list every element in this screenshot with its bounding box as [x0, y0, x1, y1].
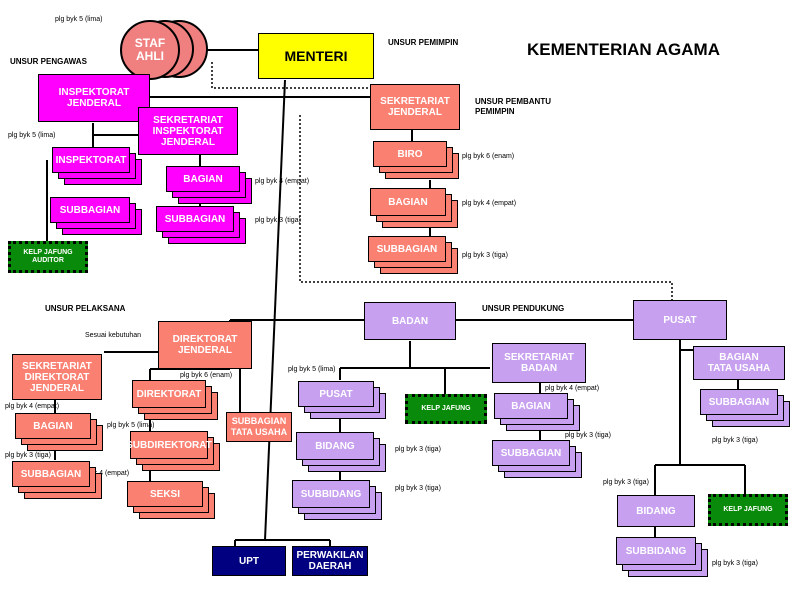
note-pusat-badan: plg byk 5 (lima)	[288, 366, 336, 373]
section-label-pemimpin: UNSUR PEMIMPIN	[388, 38, 459, 47]
note-staf-ahli: plg byk 5 (lima)	[55, 16, 103, 23]
bagian-itjen-box[interactable]: BAGIAN	[166, 166, 240, 192]
subbagian-badan-stack: SUBBAGIAN	[492, 440, 582, 478]
subbagian-setjen-stack: SUBBAGIAN	[368, 236, 458, 274]
bidang-badan-stack: BIDANG	[296, 432, 386, 472]
bagian-tata-usaha-box[interactable]: BAGIAN TATA USAHA	[693, 346, 785, 380]
note-subbagian-pusat: plg byk 3 (tiga)	[712, 437, 758, 444]
subbagian-itjen2-stack: SUBBAGIAN	[156, 206, 246, 244]
page-title: KEMENTERIAN AGAMA	[527, 40, 720, 59]
section-label-pembantu: UNSUR PEMBANTU PEMIMPIN	[475, 97, 551, 116]
badan-box[interactable]: BADAN	[364, 302, 456, 340]
note-bidang-badan: plg byk 3 (tiga)	[395, 446, 441, 453]
direktorat-jenderal-box[interactable]: DIREKTORAT JENDERAL	[158, 321, 252, 369]
bagian-ditjen-stack: BAGIAN	[15, 413, 103, 451]
sekretariat-ditjen-box[interactable]: SEKRETARIAT DIREKTORAT JENDERAL	[12, 354, 102, 400]
staf-ahli-label: STAF AHLI	[134, 36, 166, 63]
note-subbagian-ditjen: plg byk 3 (tiga)	[5, 452, 51, 459]
subbagian-ditjen-box[interactable]: SUBBAGIAN	[12, 461, 90, 487]
note-subbagian-setjen: plg byk 3 (tiga)	[462, 252, 508, 259]
subbagian-itjen-box[interactable]: SUBBAGIAN	[50, 197, 130, 223]
bidang-badan-box[interactable]: BIDANG	[296, 432, 374, 460]
note-subdirektorat: plg byk 5 (lima)	[107, 422, 155, 429]
section-label-pendukung: UNSUR PENDUKUNG	[482, 304, 565, 313]
subbagian-tata-usaha-box[interactable]: SUBBAGIAN TATA USAHA	[226, 412, 292, 442]
subbagian-ditjen-stack: SUBBAGIAN	[12, 461, 102, 499]
subdirektorat-stack: SUBDIREKTORAT	[126, 431, 220, 471]
menteri-box[interactable]: MENTERI	[258, 33, 374, 79]
note-bidang-pusat: plg byk 3 (tiga)	[603, 479, 649, 486]
direktorat-box[interactable]: DIREKTORAT	[132, 380, 206, 408]
note-subbidang-badan: plg byk 3 (tiga)	[395, 485, 441, 492]
note-bagian-badan: plg byk 4 (empat)	[545, 385, 600, 392]
direktorat-stack: DIREKTORAT	[132, 380, 218, 420]
pusat-badan-stack: PUSAT	[298, 381, 386, 419]
subbagian-pusat-box[interactable]: SUBBAGIAN	[700, 389, 778, 415]
note-biro: plg byk 6 (enam)	[462, 153, 515, 160]
sekretariat-badan-box[interactable]: SEKRETARIAT BADAN	[492, 343, 586, 383]
upt-box[interactable]: UPT	[212, 546, 286, 576]
bagian-setjen-stack: BAGIAN	[370, 188, 458, 228]
seksi-stack: SEKSI	[127, 481, 215, 519]
note-direktorat: plg byk 6 (enam)	[180, 372, 233, 379]
note-subbagian-badan: plg byk 3 (tiga)	[565, 432, 611, 439]
staf-ahli-circle[interactable]	[120, 20, 180, 80]
sekretariat-jenderal-box[interactable]: SEKRETARIAT JENDERAL	[370, 84, 460, 130]
pusat-box[interactable]: PUSAT	[633, 300, 727, 340]
pusat-badan-box[interactable]: PUSAT	[298, 381, 374, 407]
note-bagian-ditjen: plg byk 4 (empat)	[5, 403, 60, 410]
kelp-jafung-auditor-box[interactable]: KELP JAFUNG AUDITOR	[8, 241, 88, 273]
subbidang-badan-stack: SUBBIDANG	[292, 480, 382, 520]
note-sesuai: Sesuai kebutuhan	[85, 332, 142, 339]
bidang-pusat-box[interactable]: BIDANG	[617, 495, 695, 527]
biro-stack: BIRO	[373, 141, 459, 179]
subbidang-pusat-box[interactable]: SUBBIDANG	[616, 537, 696, 565]
subbagian-pusat-stack: SUBBAGIAN	[700, 389, 790, 427]
kelp-jafung-badan-box[interactable]: KELP JAFUNG	[405, 394, 487, 424]
seksi-box[interactable]: SEKSI	[127, 481, 203, 507]
bagian-itjen-stack: BAGIAN	[166, 166, 252, 204]
bagian-badan-stack: BAGIAN	[494, 393, 580, 431]
subbidang-badan-box[interactable]: SUBBIDANG	[292, 480, 370, 508]
subbagian-setjen-box[interactable]: SUBBAGIAN	[368, 236, 446, 262]
subbagian-itjen-stack: SUBBAGIAN	[50, 197, 142, 235]
sekretariat-itjen-box[interactable]: SEKRETARIAT INSPEKTORAT JENDERAL	[138, 107, 238, 155]
subdirektorat-box[interactable]: SUBDIREKTORAT	[126, 431, 212, 459]
note-subbagian-itjen: plg byk 3 (tiga)	[255, 217, 301, 224]
inspektorat-jenderal-box[interactable]: INSPEKTORAT JENDERAL	[38, 74, 150, 122]
subbagian-badan-box[interactable]: SUBBAGIAN	[492, 440, 570, 466]
bagian-badan-box[interactable]: BAGIAN	[494, 393, 568, 419]
subbagian-itjen2-box[interactable]: SUBBAGIAN	[156, 206, 234, 232]
bagian-ditjen-box[interactable]: BAGIAN	[15, 413, 91, 439]
perwakilan-daerah-box[interactable]: PERWAKILAN DAERAH	[292, 546, 368, 576]
subbidang-pusat-stack: SUBBIDANG	[616, 537, 708, 577]
note-inspektorat: plg byk 5 (lima)	[8, 132, 56, 139]
section-label-pengawas: UNSUR PENGAWAS	[10, 57, 87, 66]
note-seksi: plg byk 4 (empat)	[75, 470, 130, 477]
section-label-pelaksana: UNSUR PELAKSANA	[45, 304, 126, 313]
note-subbidang-pusat: plg byk 3 (tiga)	[712, 560, 758, 567]
inspektorat-stack: INSPEKTORAT	[52, 147, 142, 185]
bagian-setjen-box[interactable]: BAGIAN	[370, 188, 446, 216]
inspektorat-box[interactable]: INSPEKTORAT	[52, 147, 130, 173]
kelp-jafung-pusat-box[interactable]: KELP JAFUNG	[708, 494, 788, 526]
note-bagian-setjen: plg byk 4 (empat)	[462, 200, 517, 207]
biro-box[interactable]: BIRO	[373, 141, 447, 167]
note-bagian-itjen: plg byk 4 (empat)	[255, 178, 310, 185]
